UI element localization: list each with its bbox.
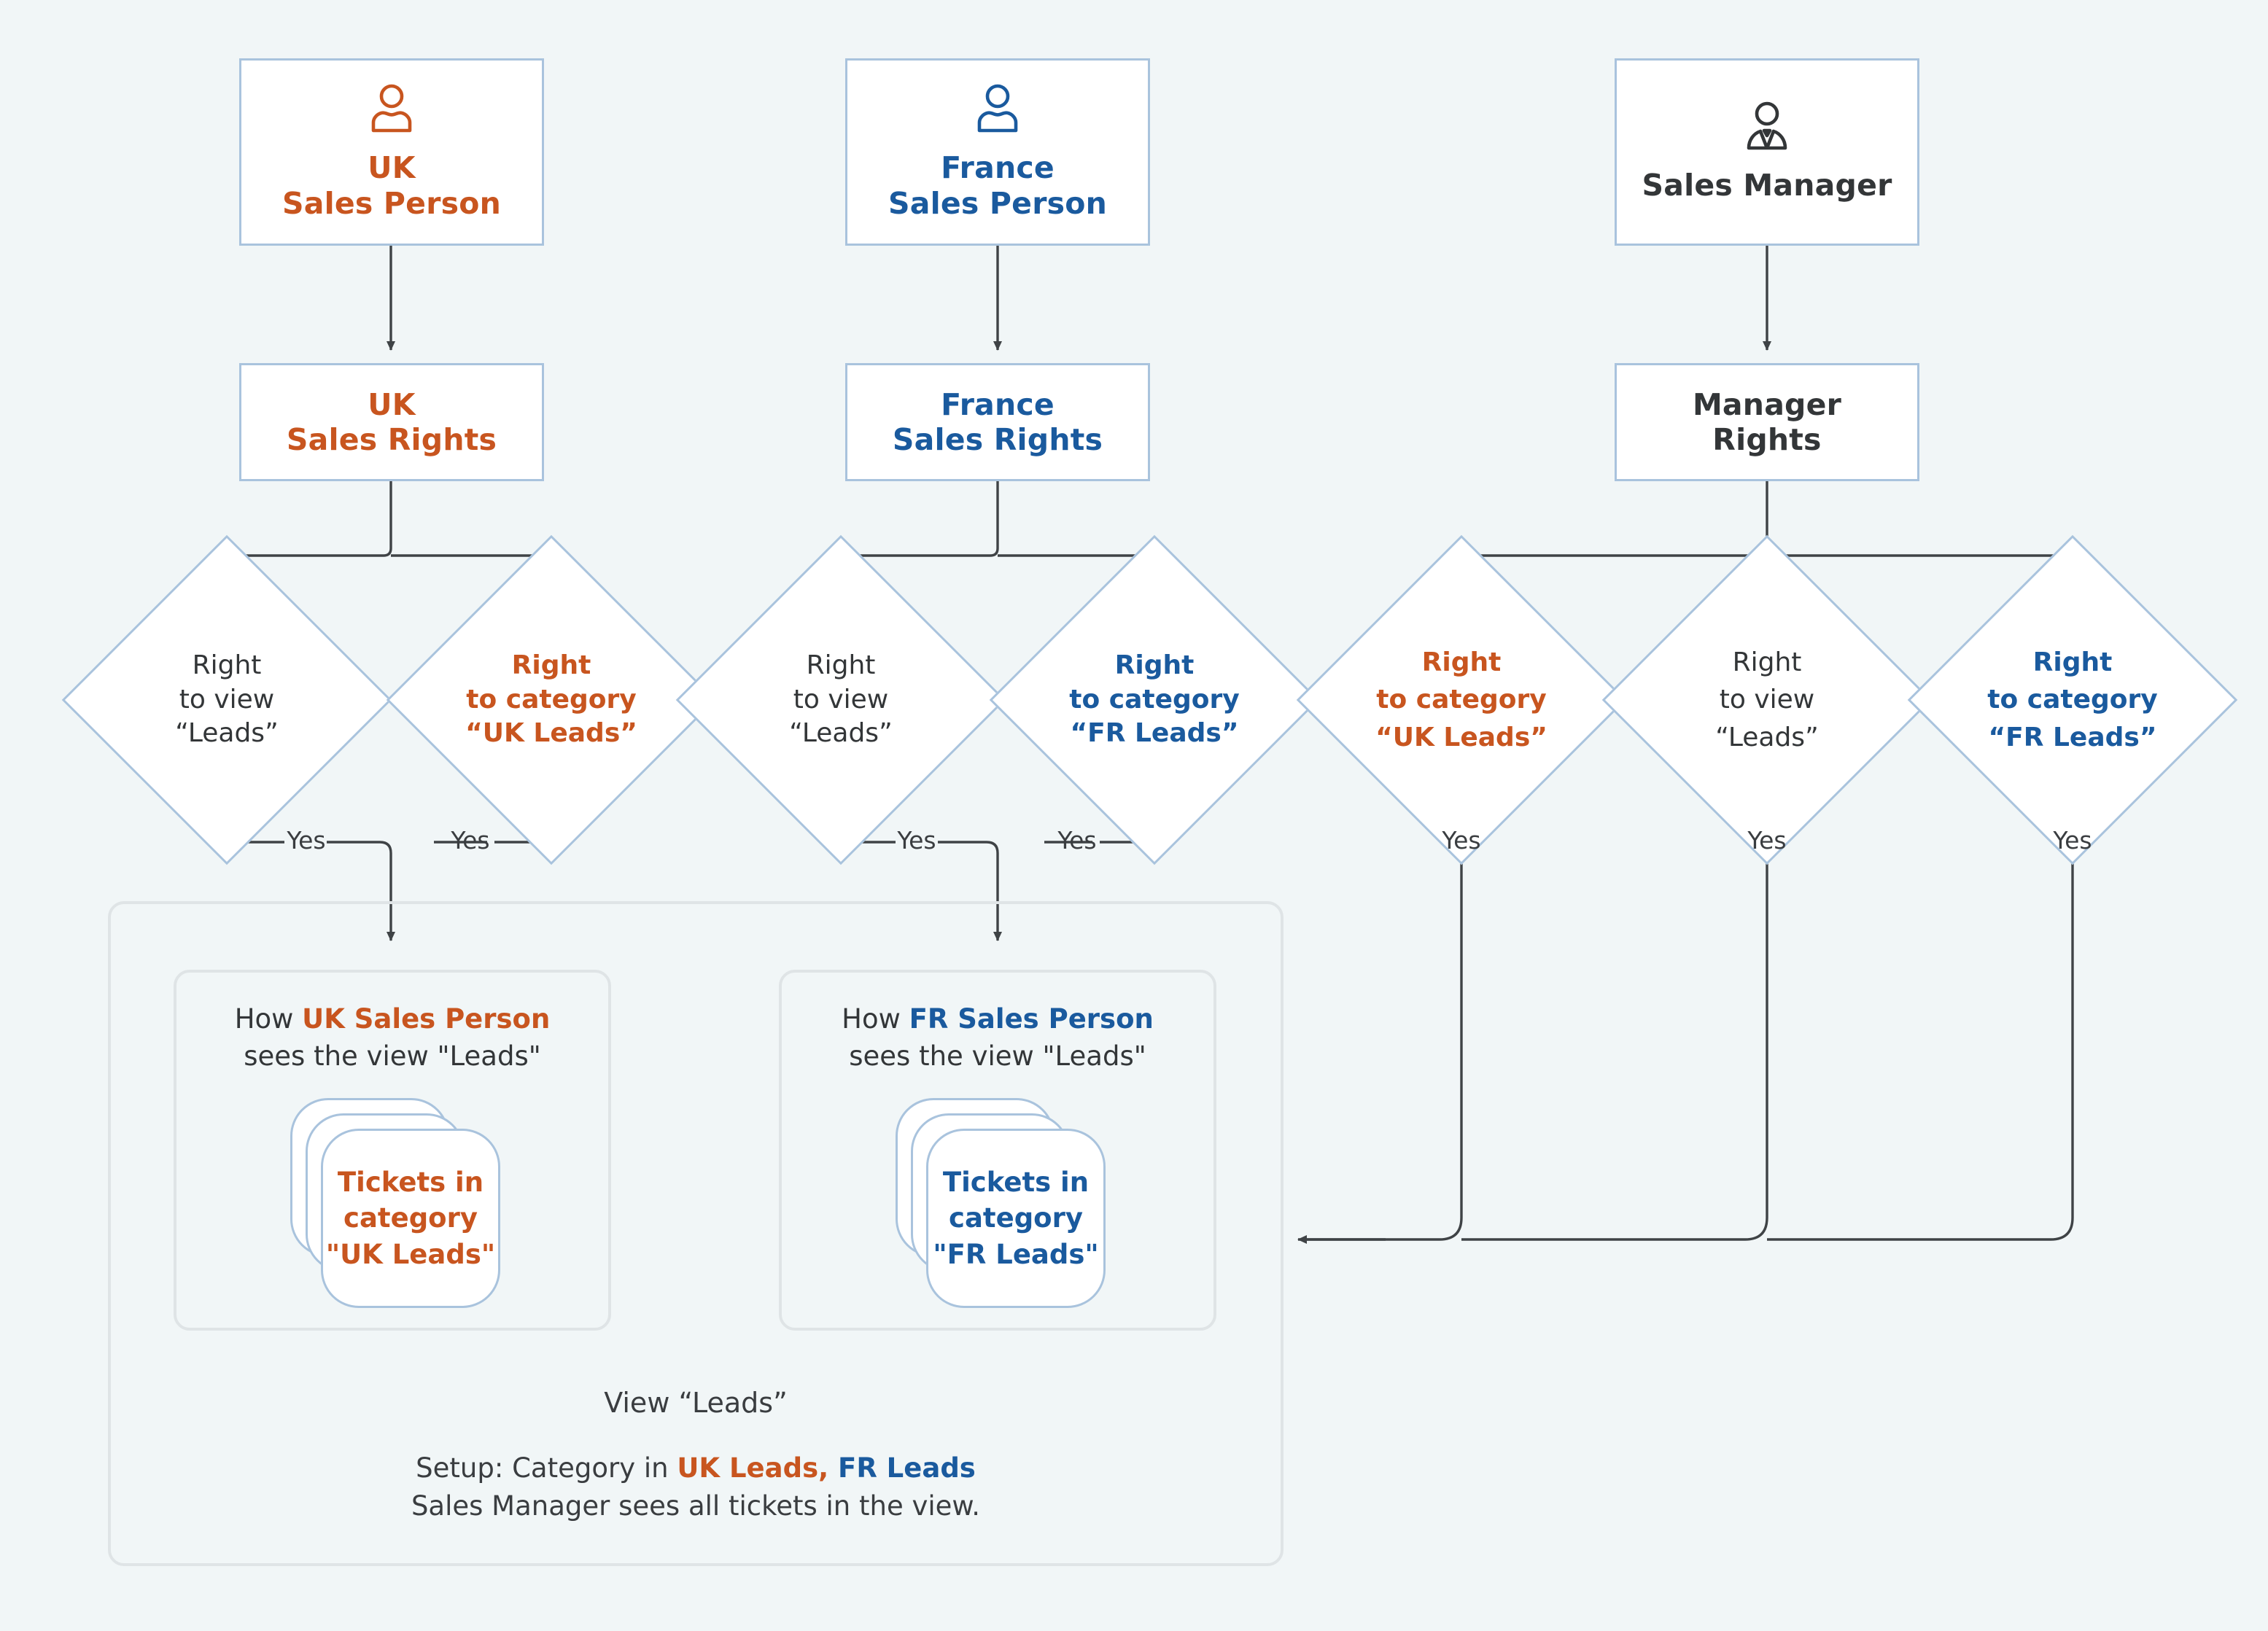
- view-panel-setup-note: Setup: Category in UK Leads, FR Leads Sa…: [411, 1452, 981, 1522]
- yes-label-fr-2: Yes: [1057, 826, 1097, 855]
- condition-label: Right to category “UK Leads”: [1375, 647, 1547, 752]
- wire-mgr-rights-left: [1457, 481, 1768, 584]
- view-card-uk: How UK Sales Person sees the view "Leads…: [174, 970, 611, 1331]
- ticket-stack-fr[interactable]: Tickets in category "FR Leads": [896, 1098, 1106, 1308]
- wire-mgr-rights-right-seg: [1767, 554, 2074, 583]
- ticket-stack-uk[interactable]: Tickets in category "UK Leads": [290, 1098, 500, 1308]
- yes-label-fr-1: Yes: [897, 826, 936, 855]
- person-icon: [971, 83, 1024, 140]
- ticket-label: Tickets in category "UK Leads": [325, 1167, 496, 1270]
- manager-icon: [1741, 101, 1793, 157]
- condition-label: Right to view “Leads”: [1715, 647, 1819, 752]
- wire-mgr-d2-route: [1461, 815, 1768, 1241]
- condition-diamond-fr-view-leads[interactable]: Right to view “Leads”: [675, 534, 1006, 865]
- view-panel-title: View “Leads”: [604, 1387, 788, 1419]
- condition-label: Right to category “FR Leads”: [1987, 647, 2158, 752]
- view-card-caption: How UK Sales Person sees the view "Leads…: [234, 1003, 551, 1073]
- condition-label: Right to view “Leads”: [789, 650, 893, 749]
- ticket-label: Tickets in category "FR Leads": [933, 1167, 1099, 1270]
- condition-diamond-uk-category-uk-leads[interactable]: Right to category “UK Leads”: [386, 534, 717, 865]
- yes-label-uk-1: Yes: [287, 826, 326, 855]
- condition-diamond-mgr-category-uk-leads[interactable]: Right to category “UK Leads”: [1296, 534, 1627, 865]
- condition-diamond-mgr-view-leads[interactable]: Right to view “Leads”: [1601, 534, 1933, 865]
- role-box-label: Sales Manager: [1642, 168, 1892, 203]
- condition-diamond-uk-view-leads[interactable]: Right to view “Leads”: [61, 534, 392, 865]
- yes-label-mgr-1: Yes: [1442, 826, 1481, 855]
- view-leads-panel: How UK Sales Person sees the view "Leads…: [108, 901, 1283, 1566]
- yes-label-uk-2: Yes: [451, 826, 490, 855]
- role-box-sales-manager[interactable]: Sales Manager: [1615, 58, 1919, 246]
- yes-label-mgr-2: Yes: [1747, 826, 1787, 855]
- ticket-card-front: [926, 1129, 1106, 1308]
- condition-label: Right to category “FR Leads”: [1069, 650, 1240, 749]
- condition-label: Right to view “Leads”: [175, 650, 279, 749]
- view-card-caption: How FR Sales Person sees the view "Leads…: [842, 1003, 1154, 1073]
- yes-label-mgr-3: Yes: [2053, 826, 2092, 855]
- ticket-card-front: [321, 1129, 500, 1308]
- condition-label: Right to category “UK Leads”: [465, 650, 637, 749]
- wire-mgr-d3-route: [1767, 815, 2074, 1241]
- person-icon: [365, 83, 418, 140]
- condition-diamond-fr-category-fr-leads[interactable]: Right to category “FR Leads”: [989, 534, 1320, 865]
- wire-mgr-d1-route: [1305, 815, 1463, 1241]
- view-card-fr: How FR Sales Person sees the view "Leads…: [779, 970, 1216, 1331]
- condition-diamond-mgr-category-fr-leads[interactable]: Right to category “FR Leads”: [1907, 534, 2238, 865]
